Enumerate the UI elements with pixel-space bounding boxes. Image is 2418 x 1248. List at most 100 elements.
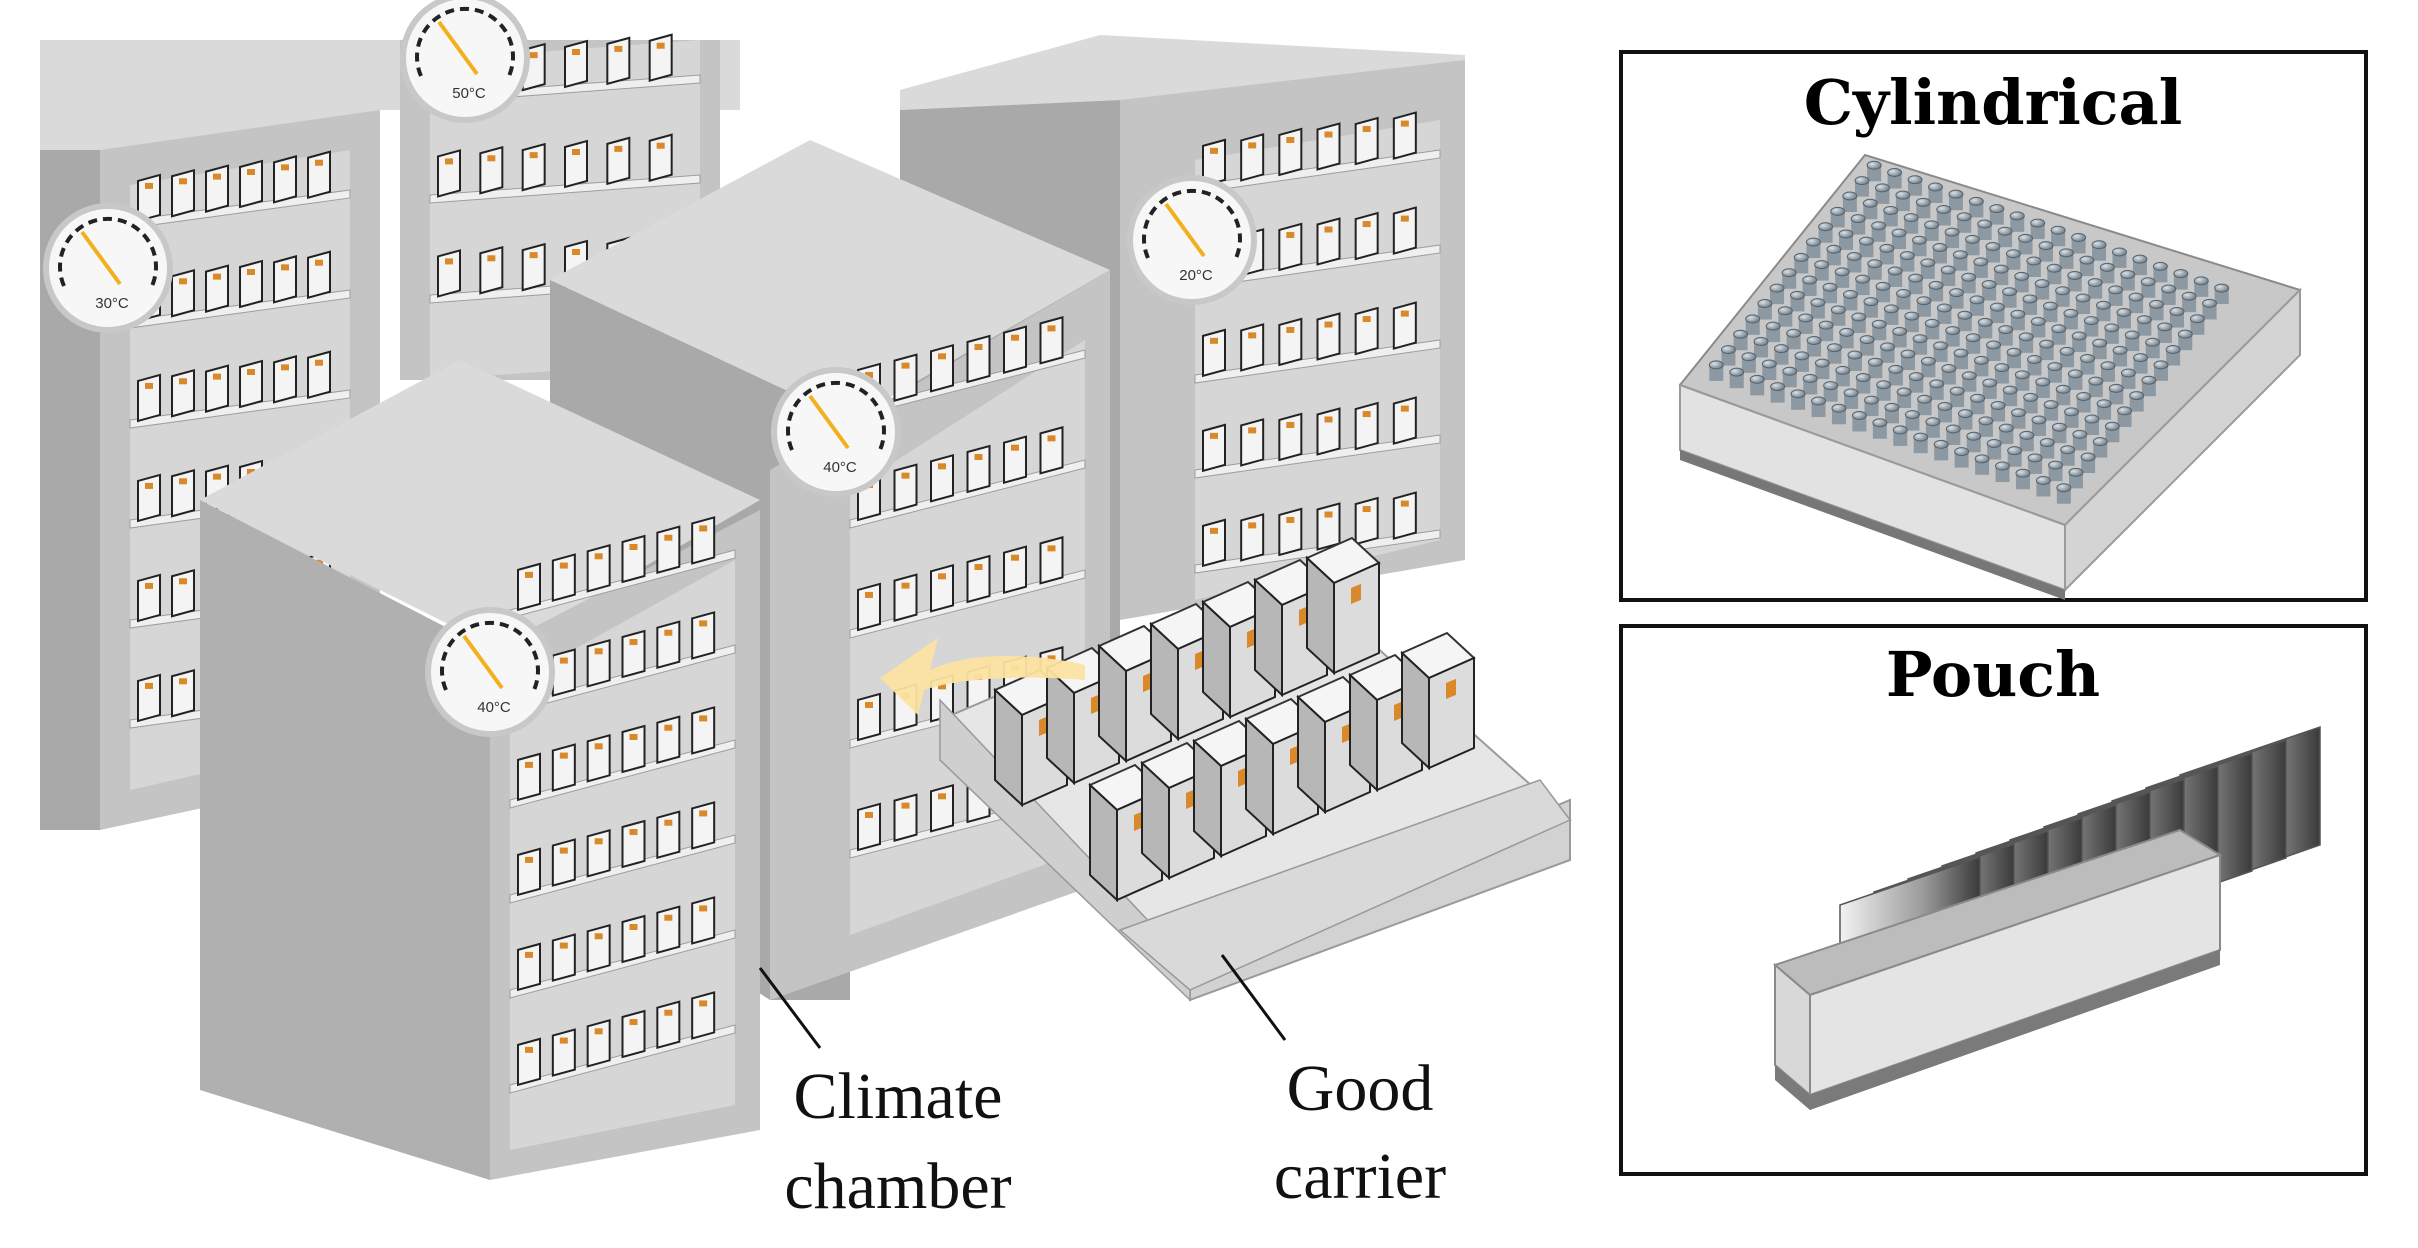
cell-top: [1986, 438, 2002, 448]
cell-top: [2047, 362, 2063, 372]
cell-top: [2181, 291, 2197, 301]
battery-cell: [1316, 217, 1341, 266]
cell-tab: [525, 1046, 533, 1053]
cell-top: [1854, 176, 1870, 186]
cell-top: [1961, 272, 1977, 282]
cell-top: [1851, 410, 1867, 420]
cell-top: [1953, 348, 1969, 358]
gauge-needle: [462, 634, 504, 690]
battery-cell: [517, 752, 541, 802]
cell-top: [2128, 292, 2144, 302]
battery-cell: [521, 242, 546, 292]
cell-top: [2189, 314, 2205, 324]
cell-top: [1920, 258, 1936, 268]
climate-chamber-leader: [758, 967, 822, 1049]
cell-top: [1789, 290, 1805, 300]
cell-top: [2018, 332, 2034, 342]
cell-top: [1818, 222, 1834, 232]
cell-tab: [1210, 337, 1218, 344]
battery-cell: [239, 159, 263, 209]
cell-top: [1842, 191, 1858, 201]
cell-top: [1904, 410, 1920, 420]
cell-tab: [629, 829, 638, 835]
cell-tab: [664, 724, 673, 731]
cell-top: [1954, 447, 1970, 457]
battery-cell: [137, 473, 161, 523]
cell-tab: [1446, 678, 1456, 699]
cell-top: [1883, 205, 1899, 215]
cell-tab: [594, 648, 603, 655]
cell-tab: [974, 454, 983, 460]
cell-top: [1952, 250, 1968, 260]
battery-cell: [171, 368, 195, 418]
battery-cell: [1003, 545, 1027, 594]
cell-top: [1729, 367, 1745, 377]
cell-tab: [974, 564, 983, 570]
cell-tab: [559, 847, 568, 854]
cell-tab: [1286, 231, 1295, 238]
cell-top: [1814, 358, 1830, 368]
cell-top: [1985, 242, 2001, 252]
cell-top: [1903, 213, 1919, 223]
battery-cell: [1278, 222, 1303, 272]
battery-cell: [437, 149, 461, 198]
cell-top: [1907, 175, 1923, 185]
gauges: 30°C50°C20°C40°C40°C: [43, 0, 1257, 737]
battery-cell: [551, 553, 576, 602]
cell-top: [1790, 389, 1806, 399]
cell-top: [2014, 370, 2030, 380]
cell-tab: [594, 553, 603, 560]
battery-cell: [691, 611, 716, 660]
cell-top: [2018, 233, 2034, 243]
climate-chamber-label-line2: chamber: [784, 1150, 1011, 1223]
cell-top: [2067, 369, 2083, 379]
cell-top: [1892, 425, 1908, 435]
gauge-scale: [415, 6, 515, 77]
cell-tab: [1324, 511, 1333, 518]
cell-top: [2124, 330, 2140, 340]
cell-top: [1948, 189, 1964, 199]
temperature-gauge-back-left: 30°C: [43, 203, 173, 333]
cell-top: [1781, 268, 1797, 278]
cell-top: [1814, 260, 1830, 270]
cell-tab: [664, 1009, 673, 1016]
cell-top: [2023, 392, 2039, 402]
cell-tab: [614, 145, 623, 152]
cell-tab: [247, 169, 255, 175]
battery-cell: [307, 250, 331, 300]
cell-top: [1887, 168, 1903, 178]
battery-cell: [551, 1028, 576, 1077]
cell-tab: [1324, 226, 1333, 233]
cell-top: [1871, 319, 1887, 329]
cell-tab: [1400, 120, 1409, 127]
cell-tab: [1011, 554, 1019, 561]
pouch-cell-front: [1202, 599, 1231, 720]
cell-top: [2096, 300, 2111, 310]
cell-top: [1847, 350, 1863, 360]
cell-top: [1858, 236, 1874, 246]
battery-cell: [171, 668, 195, 718]
cell-top: [1872, 418, 1888, 428]
cell-top: [2050, 225, 2066, 235]
cell-top: [1757, 299, 1773, 309]
battery-cell: [273, 155, 297, 204]
battery-cell: [586, 1018, 611, 1068]
battery-cell: [1316, 407, 1341, 456]
cell-tab: [938, 353, 946, 360]
cell-top: [1957, 409, 1973, 419]
battery-cell: [893, 353, 918, 402]
battery-cell: [137, 573, 161, 623]
cell-top: [1708, 360, 1724, 370]
cell-top: [1932, 242, 1948, 252]
cell-tab: [1047, 435, 1056, 442]
battery-cell: [656, 810, 681, 860]
cell-tab: [594, 743, 603, 750]
battery-cell: [893, 573, 918, 622]
cell-top: [1969, 295, 1985, 305]
battery-cell: [930, 784, 954, 833]
cell-top: [1786, 328, 1802, 338]
cell-top: [2132, 254, 2148, 264]
battery-cell: [857, 802, 881, 852]
cell-tab: [938, 793, 946, 800]
